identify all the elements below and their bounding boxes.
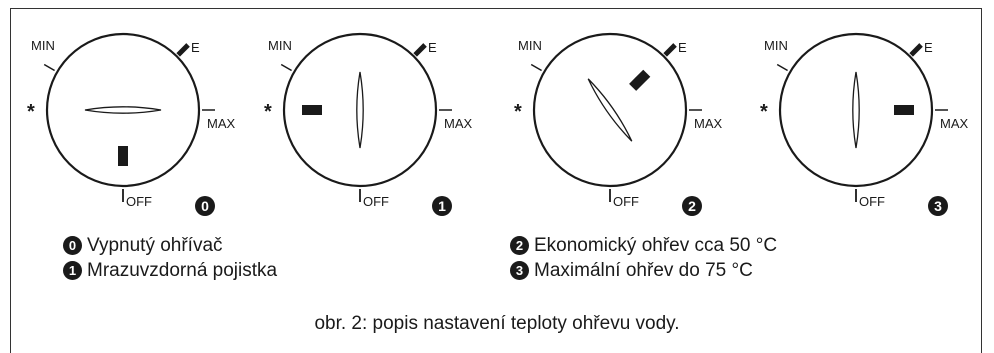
dial-3-badge-icon bbox=[928, 196, 948, 216]
dial-1-min-label: MIN bbox=[268, 38, 292, 53]
legend-left: 0 Vypnutý ohřívač 1 Mrazuvzdorná pojistk… bbox=[63, 233, 277, 283]
dial-3-min-tick bbox=[776, 63, 788, 72]
dial-3-badge-number: 3 bbox=[934, 198, 942, 214]
dial-1-pointer bbox=[356, 71, 364, 149]
dial-0-position-marker bbox=[118, 146, 128, 166]
badge-1-icon: 1 bbox=[63, 261, 82, 280]
dial-2-badge-icon bbox=[682, 196, 702, 216]
legend-text-2: Ekonomický ohřev cca 50 °C bbox=[534, 235, 778, 256]
dial-0-max-label: MAX bbox=[207, 116, 236, 131]
dial-3-frost-label: * bbox=[760, 101, 768, 123]
dial-3-min-label: MIN bbox=[764, 38, 788, 53]
dial-1-frost-label: * bbox=[264, 101, 272, 123]
dial-2-pointer bbox=[587, 78, 633, 142]
dial-2-e-label: E bbox=[678, 40, 687, 55]
legend-text-0: Vypnutý ohřívač bbox=[87, 235, 223, 256]
dial-1-max-label: MAX bbox=[444, 116, 473, 131]
figure-frame bbox=[10, 8, 982, 353]
dial-2-min-label: MIN bbox=[518, 38, 542, 53]
badge-0-icon: 0 bbox=[63, 236, 82, 255]
legend-text-1: Mrazuvzdorná pojistka bbox=[87, 260, 278, 281]
dial-0-badge-number: 0 bbox=[201, 198, 209, 214]
legend-right: 2 Ekonomický ohřev cca 50 °C 3 Maximální… bbox=[510, 235, 777, 283]
legend-item-2: 2 Ekonomický ohřev cca 50 °C bbox=[510, 233, 777, 258]
dial-3-off-label: OFF bbox=[859, 194, 885, 209]
thermostat-dials: MIN E MAX OFF * 0 MIN E MAX OFF * 1 MIN E MAX OFF * 2 MIN E… bbox=[27, 32, 969, 216]
dial-0-min-tick bbox=[43, 63, 55, 72]
dial-1-off-label: OFF bbox=[363, 194, 389, 209]
dial-1-position-marker bbox=[302, 105, 322, 115]
dial-3-e-label: E bbox=[924, 40, 933, 55]
figure-caption: obr. 2: popis nastavení teploty ohřevu v… bbox=[314, 313, 680, 334]
dial-1-e-tick bbox=[413, 43, 427, 57]
dial-3-position-marker bbox=[894, 105, 914, 115]
dial-0-pointer bbox=[84, 106, 162, 114]
legend-item-3: 3 Maximální ohřev do 75 °C bbox=[510, 258, 777, 283]
dial-1-min-tick bbox=[280, 63, 292, 72]
dial-0-min-label: MIN bbox=[31, 38, 55, 53]
dial-2-e-tick bbox=[663, 43, 677, 57]
badge-3-icon: 3 bbox=[510, 261, 529, 280]
dial-0-e-tick bbox=[176, 43, 190, 57]
dial-2-badge-number: 2 bbox=[688, 198, 696, 214]
dial-2-min-tick bbox=[530, 63, 542, 72]
dial-0-frost-label: * bbox=[27, 101, 35, 123]
dial-2-frost-label: * bbox=[514, 101, 522, 123]
legend-item-0: 0 Vypnutý ohřívač bbox=[63, 233, 277, 258]
dial-0-badge-icon bbox=[195, 196, 215, 216]
dial-0-e-label: E bbox=[191, 40, 200, 55]
dial-1-badge-number: 1 bbox=[438, 198, 446, 214]
dial-2-off-label: OFF bbox=[613, 194, 639, 209]
legend-text-3: Maximální ohřev do 75 °C bbox=[534, 260, 753, 281]
dial-3-pointer bbox=[852, 71, 860, 149]
dial-3-e-tick bbox=[909, 43, 923, 57]
dial-0-off-label: OFF bbox=[126, 194, 152, 209]
dial-2-max-label: MAX bbox=[694, 116, 723, 131]
dial-1-e-label: E bbox=[428, 40, 437, 55]
dial-2-position-marker bbox=[629, 69, 651, 91]
dial-3-max-label: MAX bbox=[940, 116, 969, 131]
dial-1-badge-icon bbox=[432, 196, 452, 216]
legend-item-1: 1 Mrazuvzdorná pojistka bbox=[63, 258, 277, 283]
badge-2-icon: 2 bbox=[510, 236, 529, 255]
